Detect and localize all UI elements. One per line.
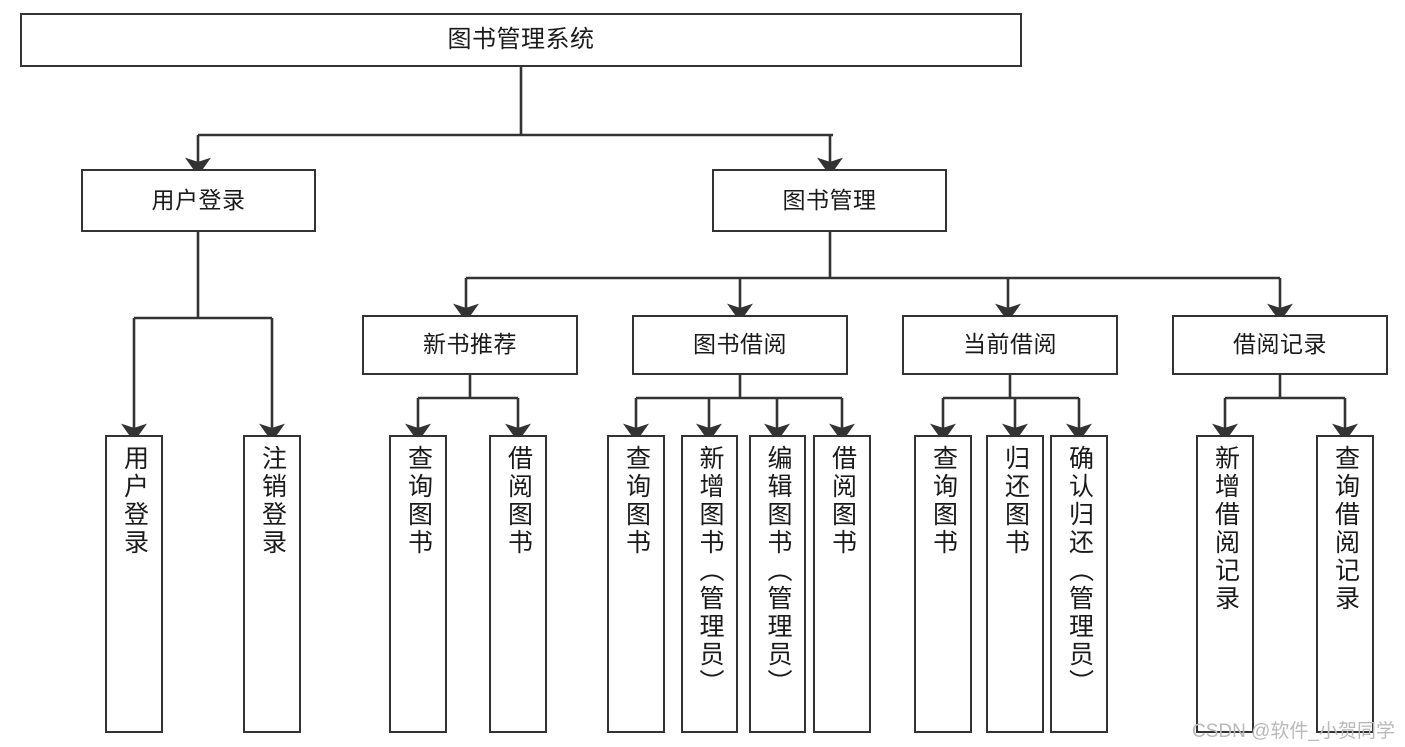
node-label: 查询图书	[404, 445, 433, 557]
node-borrow-record[interactable]: 借阅记录	[1172, 315, 1388, 375]
node-label: 查询图书	[929, 445, 958, 557]
node-label: 新书推荐	[423, 331, 517, 358]
node-label: 编辑图书（管理员）	[764, 445, 792, 697]
node-current-borrow[interactable]: 当前借阅	[902, 315, 1118, 375]
node-label: 查询借阅记录	[1331, 445, 1360, 613]
leaf-user-login-signout[interactable]: 注销登录	[243, 435, 301, 733]
leaf-book-borrow-borrow[interactable]: 借阅图书	[813, 435, 871, 733]
node-label: 图书借阅	[693, 331, 787, 358]
node-label: 当前借阅	[963, 331, 1057, 358]
leaf-current-borrow-confirm-return[interactable]: 确认归还（管理员）	[1050, 435, 1108, 733]
leaf-new-book-query[interactable]: 查询图书	[389, 435, 447, 733]
leaf-borrow-record-query[interactable]: 查询借阅记录	[1316, 435, 1374, 733]
leaf-borrow-record-add[interactable]: 新增借阅记录	[1196, 435, 1254, 733]
node-label: 借阅图书	[504, 445, 533, 557]
node-label: 借阅记录	[1233, 331, 1327, 358]
leaf-book-borrow-edit[interactable]: 编辑图书（管理员）	[749, 435, 806, 733]
node-book-borrow[interactable]: 图书借阅	[632, 315, 848, 375]
node-label: 图书管理	[782, 186, 877, 213]
node-user-login[interactable]: 用户登录	[81, 169, 316, 232]
leaf-user-login-signin[interactable]: 用户登录	[105, 435, 163, 733]
node-new-book-recommend[interactable]: 新书推荐	[362, 315, 578, 375]
node-label: 新增借阅记录	[1211, 445, 1240, 613]
leaf-book-borrow-add[interactable]: 新增图书（管理员）	[681, 435, 738, 733]
node-label: 确认归还（管理员）	[1065, 445, 1094, 697]
node-book-management[interactable]: 图书管理	[712, 169, 947, 232]
node-label: 用户登录	[120, 445, 149, 557]
node-root-system[interactable]: 图书管理系统	[20, 13, 1022, 67]
node-label: 图书管理系统	[447, 25, 595, 53]
node-label: 注销登录	[258, 445, 287, 557]
node-label: 用户登录	[151, 186, 246, 213]
node-label: 新增图书（管理员）	[696, 445, 724, 697]
leaf-book-borrow-query[interactable]: 查询图书	[607, 435, 665, 733]
node-label: 归还图书	[1001, 445, 1030, 557]
node-label: 借阅图书	[828, 445, 857, 557]
leaf-current-borrow-query[interactable]: 查询图书	[914, 435, 972, 733]
node-label: 查询图书	[622, 445, 651, 557]
leaf-new-book-borrow[interactable]: 借阅图书	[489, 435, 547, 733]
leaf-current-borrow-return[interactable]: 归还图书	[986, 435, 1044, 733]
